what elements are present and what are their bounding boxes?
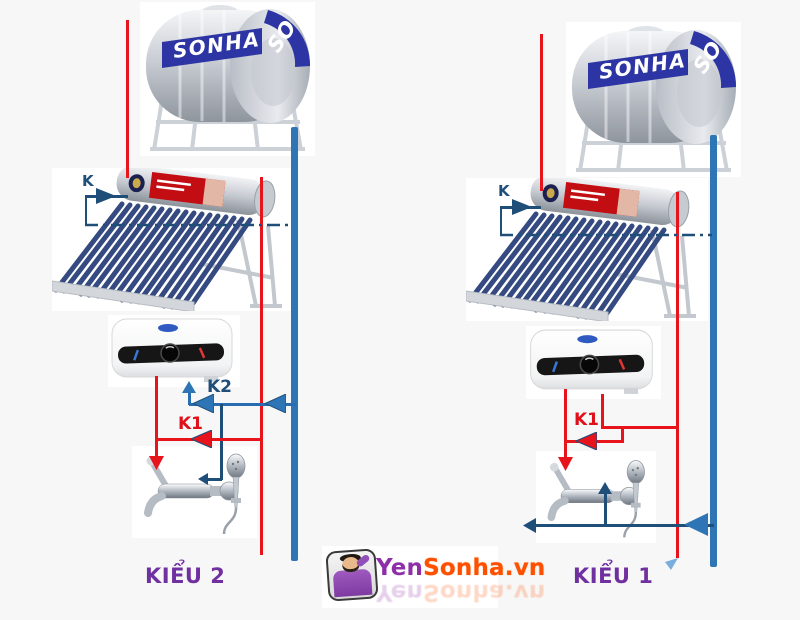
left-solar-collector-image (52, 168, 282, 311)
tank-end-band (264, 10, 311, 67)
collector-frame (615, 229, 696, 318)
right-solar-collector-image (466, 178, 696, 321)
left-storage-tank-image: SONHA SO (146, 5, 311, 151)
logo-avatar-shirt (332, 568, 373, 598)
heater-control-panel (118, 343, 225, 364)
heater-pipe-tab (204, 376, 218, 382)
shower-handle (232, 476, 240, 509)
logo-text: YenSonha.vn (376, 555, 545, 581)
left-hot-arrow-down-icon (149, 456, 164, 470)
left-valve-k2-label: K2 (207, 377, 233, 397)
right-cold-arrow-left-small-icon (523, 518, 536, 533)
right-cold-branch-arrow-up-icon (598, 482, 612, 494)
right-k-bracket-line (500, 206, 502, 235)
right-faucet-shower-image (547, 460, 645, 538)
left-hot-supply-pipe (126, 20, 129, 178)
right-cold-riser-pipe (710, 135, 717, 567)
left-k1-arrow-left-icon (191, 430, 212, 448)
left-cold-arrow-up-icon (182, 381, 196, 393)
left-k2-arrow-left-icon-2 (265, 394, 286, 413)
left-heater-cold-in-pipe (188, 392, 191, 405)
left-k2-arrow-left-icon (193, 394, 214, 413)
logo-text-prefix: Yen (376, 555, 424, 581)
logo-text-reflection: YenSonha.vn (376, 579, 546, 605)
logo-avatar (325, 548, 379, 602)
left-hot-riser-pipe (260, 177, 263, 555)
mixer-spout (144, 492, 166, 517)
left-k2-cold-line (189, 403, 296, 406)
collector-manifold (530, 178, 690, 228)
right-heater-in-pipe-horizontal (601, 426, 679, 429)
heater-cold-indicator (551, 361, 559, 373)
heater-hot-indicator (618, 358, 626, 370)
shower-head (626, 460, 645, 484)
right-valve-k1-label: K1 (574, 410, 600, 430)
mixer-spout (547, 497, 569, 521)
heater-hot-indicator (198, 347, 206, 359)
yensonha-logo: YenSonha.vn YenSonha.vn (322, 546, 545, 608)
right-small-stray-arrow-icon (665, 558, 678, 570)
mixer-lever (149, 459, 169, 489)
left-cold-branch-to-mixer (220, 404, 223, 480)
right-system-title: KIỂU 1 (573, 564, 654, 588)
left-valve-k-label: K (82, 172, 94, 190)
right-k1-branch-vertical (621, 428, 624, 442)
heater-pipe-tab (623, 387, 639, 394)
vacuum-tubes (53, 201, 253, 311)
shower-handle (632, 482, 639, 513)
tank-brand-band (588, 49, 688, 89)
left-heater-hot-out-pipe (155, 376, 158, 458)
right-valve-k-label: K (498, 182, 510, 200)
heater-knob (160, 343, 180, 363)
heater-cold-indicator (133, 349, 140, 361)
logo-text-suffix: Sonha.vn (423, 555, 546, 581)
mixer-body (157, 483, 215, 499)
left-cold-branch-arrow-icon (198, 473, 208, 485)
heater-logo (577, 335, 598, 344)
collector-frame (201, 219, 282, 308)
right-hot-arrow-down-icon (558, 457, 573, 471)
left-cold-riser-pipe (291, 127, 298, 561)
left-valve-k1-label: K1 (178, 414, 204, 434)
tank-brand-band (162, 28, 262, 68)
right-storage-tank-image: SONHA SO (572, 26, 737, 172)
shower-hose (222, 507, 238, 535)
vacuum-tubes (467, 211, 667, 321)
heater-knob (579, 354, 600, 375)
left-system-title: KIỂU 2 (145, 564, 226, 588)
right-hot-supply-pipe (540, 34, 543, 191)
collector-bottom-rail (466, 290, 609, 321)
right-cold-branch-to-mixer (604, 490, 607, 526)
tank-end-band (690, 31, 737, 88)
mixer-lever (552, 465, 572, 495)
left-electric-heater-image (111, 318, 233, 382)
collector-manifold (116, 168, 276, 218)
heater-control-panel (536, 354, 645, 376)
left-faucet-shower-image (144, 453, 246, 535)
right-electric-heater-image (530, 329, 653, 394)
right-k-arrow-right-icon (512, 199, 532, 215)
left-cold-branch-elbow (207, 478, 222, 481)
heater-logo (158, 324, 178, 332)
left-k-arrow-right-icon (96, 188, 116, 204)
left-dash-dot-line (85, 223, 293, 227)
shower-bracket (631, 502, 641, 508)
shower-head (226, 453, 246, 479)
right-dash-dot-line (500, 233, 712, 237)
right-cold-distribution-line (534, 524, 714, 527)
right-hot-riser-pipe (676, 192, 679, 558)
right-cold-arrow-left-large-icon (684, 513, 708, 536)
shower-bracket (231, 498, 241, 503)
right-heater-hot-out-pipe (564, 389, 567, 459)
right-heater-in-pipe-vertical (601, 394, 604, 429)
right-k1-arrow-left-icon (576, 432, 597, 450)
collector-bottom-rail (52, 280, 195, 311)
left-k-bracket-line (85, 195, 87, 225)
